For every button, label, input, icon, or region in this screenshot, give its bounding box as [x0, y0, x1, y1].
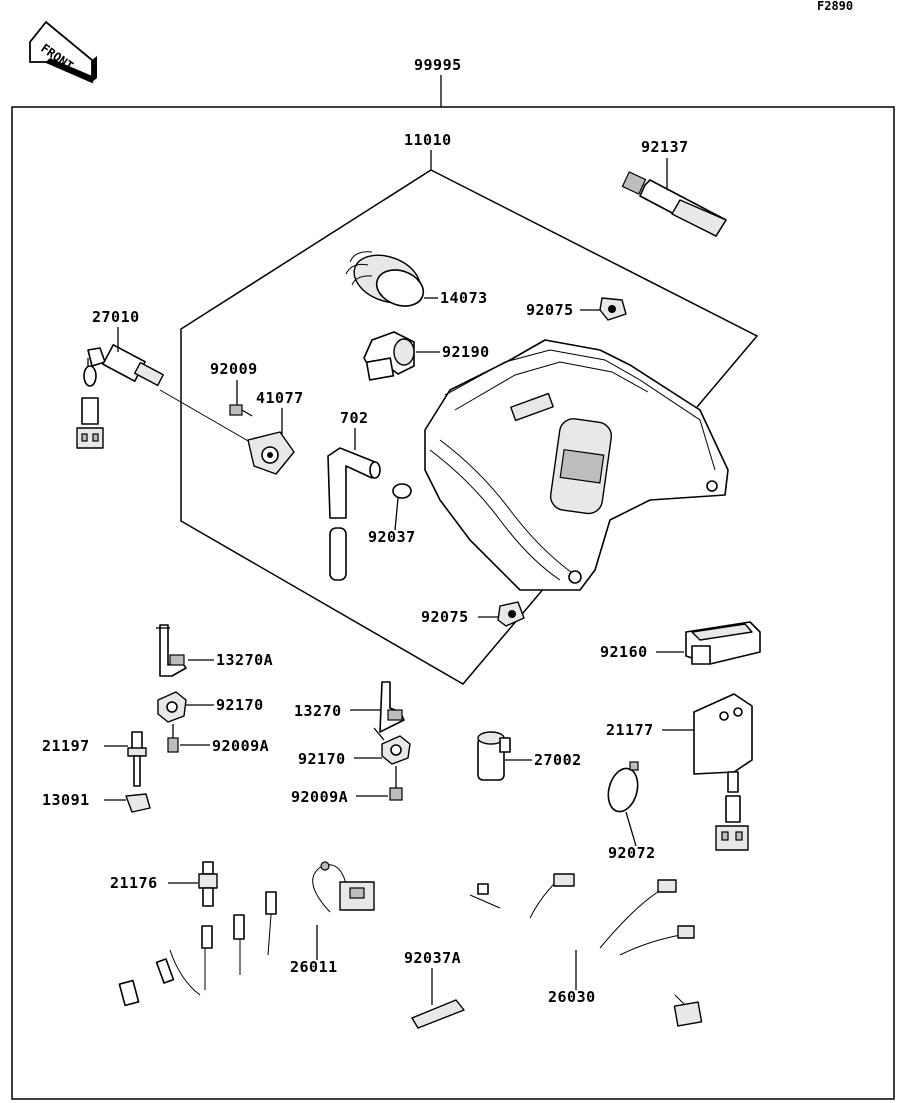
- label-92037A: 92037A: [404, 949, 461, 967]
- cable-band-part: [607, 761, 639, 813]
- label-13091: 13091: [42, 791, 90, 809]
- label-26011: 26011: [290, 958, 338, 976]
- label-41077: 41077: [256, 389, 304, 407]
- control-module-part: [693, 693, 753, 851]
- elbow-fitting-part: [363, 331, 415, 381]
- label-27002: 27002: [534, 751, 582, 769]
- strip-part: [411, 999, 465, 1029]
- hose-part: [327, 447, 381, 581]
- plate-part: [247, 431, 295, 475]
- bracket-a-part: [156, 624, 187, 677]
- grommet-upper-part: [599, 297, 627, 321]
- label-702: 702: [340, 409, 369, 427]
- kit-outline: [11, 106, 895, 1100]
- label-14073: 14073: [440, 289, 488, 307]
- sensor-21197-part: [127, 731, 147, 787]
- bolt-part: [229, 404, 253, 417]
- label-92009A-a: 92009A: [212, 737, 269, 755]
- label-92072: 92072: [608, 844, 656, 862]
- diagram-code: F2890: [817, 0, 853, 13]
- label-13270: 13270: [294, 702, 342, 720]
- label-21177: 21177: [606, 721, 654, 739]
- clamp-b-part: [381, 735, 411, 765]
- label-21197: 21197: [42, 737, 90, 755]
- label-92037: 92037: [368, 528, 416, 546]
- switch-sensor-part: [76, 344, 164, 449]
- clamp-a-part: [157, 691, 187, 723]
- label-21176: 21176: [110, 874, 158, 892]
- label-92190: 92190: [442, 343, 490, 361]
- label-26030: 26030: [548, 988, 596, 1006]
- clip-part: [392, 483, 412, 499]
- sensor-21176-part: [198, 861, 218, 907]
- label-92075-lower: 92075: [421, 608, 469, 626]
- housing-part: [424, 339, 729, 591]
- label-92009A-b: 92009A: [291, 788, 348, 806]
- label-99995: 99995: [414, 56, 462, 74]
- label-92075-upper: 92075: [526, 301, 574, 319]
- label-92170-b: 92170: [298, 750, 346, 768]
- holder-part: [125, 793, 151, 813]
- label-11010: 11010: [404, 131, 452, 149]
- boot-part: [345, 251, 425, 307]
- harness-26011-part: [118, 861, 375, 1022]
- label-13270A: 13270A: [216, 651, 273, 669]
- grommet-lower-part: [497, 601, 525, 627]
- label-92170-a: 92170: [216, 696, 264, 714]
- harness-26030-part: [469, 873, 703, 1027]
- bolt-a-part: [167, 724, 179, 753]
- solenoid-part: [477, 731, 511, 781]
- bracket-part: [373, 681, 405, 741]
- label-92160: 92160: [600, 643, 648, 661]
- label-92137: 92137: [641, 138, 689, 156]
- front-arrow-badge: FRONT: [29, 20, 97, 84]
- label-27010: 27010: [92, 308, 140, 326]
- assembly-outline: [180, 169, 759, 685]
- bolt-b-part: [389, 766, 403, 801]
- cover-part: [685, 621, 761, 665]
- grease-tube-part: [621, 171, 727, 237]
- label-92009: 92009: [210, 360, 258, 378]
